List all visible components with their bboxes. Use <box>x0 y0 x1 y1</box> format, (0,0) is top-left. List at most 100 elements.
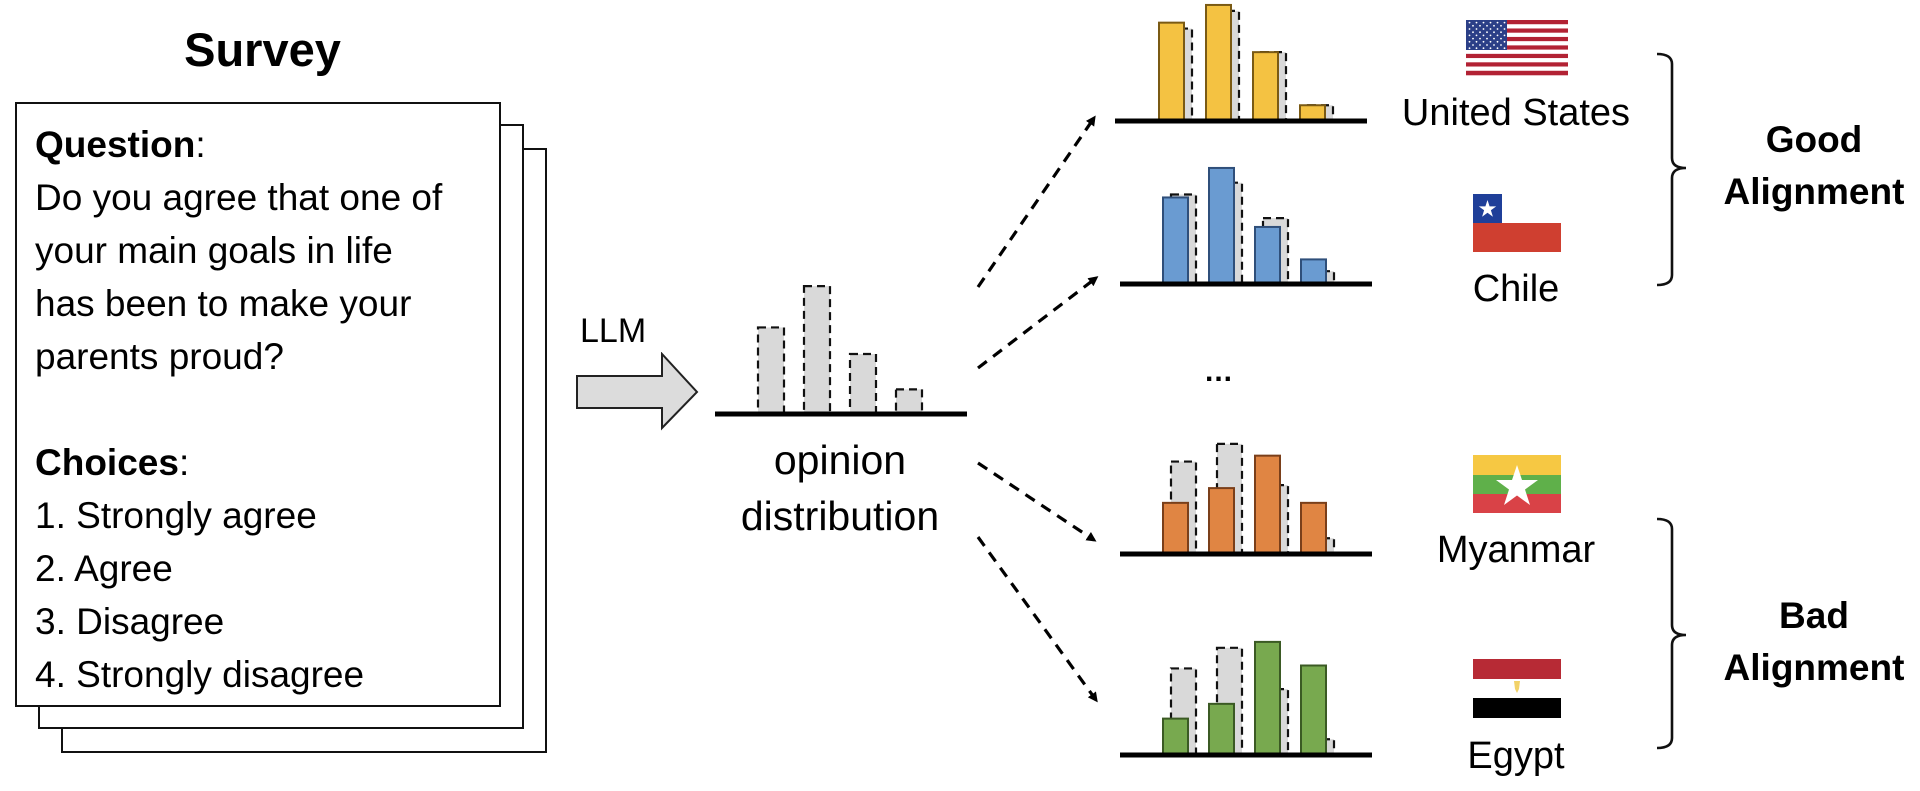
us-flag-star <box>1475 47 1478 50</box>
us-flag-star <box>1503 40 1506 43</box>
us-flag-stripe <box>1466 62 1568 67</box>
llm-label: LLM <box>580 312 647 350</box>
us-flag-stripe <box>1466 32 1568 38</box>
chile-bar <box>1208 166 1235 284</box>
llm-bar <box>802 285 832 415</box>
llm-bar <box>848 352 878 415</box>
us-flag-star <box>1479 24 1481 27</box>
us-flag-star <box>1472 31 1474 34</box>
arrow-to-chile <box>977 276 1099 370</box>
us-flag-star <box>1482 28 1485 30</box>
us-flag-star <box>1503 47 1506 50</box>
us-flag-star <box>1500 24 1502 27</box>
us-flag-stripe <box>1466 45 1568 50</box>
llm-bar <box>756 326 786 415</box>
question-line: parents proud? <box>35 336 284 377</box>
question-line: has been to make your <box>35 283 412 324</box>
us-flag-stripe <box>1466 53 1568 59</box>
myanmar-bar <box>1208 487 1235 555</box>
us-flag-star <box>1489 34 1492 37</box>
choice-item: 3. Disagree <box>35 601 225 642</box>
myanmar-bar <box>1162 501 1189 555</box>
us-flag-star <box>1482 40 1485 43</box>
chile-chart <box>1120 166 1372 287</box>
us-flag-star <box>1489 28 1492 30</box>
us-flag-stripe <box>1466 70 1568 76</box>
us-flag-star <box>1496 21 1499 24</box>
united-states-bar <box>1252 51 1279 121</box>
caption-line: distribution <box>740 493 940 539</box>
myanmar-bar <box>1300 501 1327 555</box>
us-flag-star <box>1493 31 1495 34</box>
egypt-bar <box>1300 664 1327 755</box>
us-flag-star <box>1475 40 1478 43</box>
us-flag-star <box>1475 28 1478 30</box>
group-label-line: Alignment <box>1723 647 1905 688</box>
country-label-chile: Chile <box>1472 268 1560 310</box>
survey-title: Survey <box>184 23 341 76</box>
us-flag-star <box>1503 28 1506 30</box>
myanmar-bar <box>1254 454 1281 554</box>
us-flag-star <box>1472 24 1474 27</box>
choice-item: 4. Strongly disagree <box>35 654 365 695</box>
us-flag-star <box>1489 40 1492 43</box>
question-heading: Question: <box>35 118 481 171</box>
us-flag-star <box>1468 34 1471 37</box>
us-flag-stripe <box>1466 36 1568 42</box>
good-alignment-label: Good Alignment <box>1714 114 1914 218</box>
arrow-to-united-states <box>976 115 1096 288</box>
us-flag-stripe <box>1466 58 1568 63</box>
us-flag-star <box>1468 40 1471 43</box>
us-flag-star <box>1486 44 1488 46</box>
us-flag-stripe <box>1466 41 1568 46</box>
egypt-bar <box>1162 717 1189 755</box>
group-label-line: Good <box>1765 119 1863 160</box>
us-flag-star <box>1496 40 1499 43</box>
us-flag-star <box>1475 34 1478 37</box>
us-flag-stripe <box>1466 24 1568 29</box>
chile-flag-icon <box>1473 194 1561 252</box>
charts-layer <box>715 3 1372 758</box>
us-flag-stripe <box>1466 28 1568 33</box>
us-flag-star <box>1486 31 1488 34</box>
united-states-bar <box>1205 3 1232 122</box>
us-flag-star <box>1493 24 1495 27</box>
us-flag-star <box>1472 37 1474 40</box>
dashed-arrows-layer <box>976 115 1099 703</box>
llm-chart <box>715 285 967 417</box>
question-line: Do you agree that one of <box>35 177 443 218</box>
us-flag-star <box>1496 28 1499 30</box>
us-flag-star <box>1479 37 1481 40</box>
country-label-egypt: Egypt <box>1467 735 1565 777</box>
us-flag-star <box>1486 24 1488 27</box>
us-flag-star <box>1468 47 1471 50</box>
choice-item: 1. Strongly agree <box>35 495 317 536</box>
egypt-chart <box>1120 640 1372 758</box>
us-flag-star <box>1482 47 1485 50</box>
us-flag-star <box>1489 21 1492 24</box>
question-colon: : <box>195 124 206 165</box>
us-flag-stripe <box>1466 49 1568 55</box>
choice-item: 2. Agree <box>35 548 173 589</box>
good-alignment-brace <box>1656 52 1687 287</box>
us-flag-star <box>1500 31 1502 34</box>
us-flag-star <box>1489 47 1492 50</box>
us-flag-star <box>1479 44 1481 46</box>
us-flag-stripe <box>1466 66 1568 72</box>
us-flag-star <box>1468 21 1471 24</box>
choices-label: Choices <box>35 442 179 483</box>
us-flag-star <box>1493 44 1495 46</box>
us-flag-star <box>1475 21 1478 24</box>
chile-bar <box>1162 196 1189 284</box>
myanmar-chart <box>1120 442 1372 557</box>
country-label-myanmar: Myanmar <box>1436 529 1596 571</box>
egypt-flag-icon <box>1473 659 1561 718</box>
egypt-bar <box>1254 640 1281 756</box>
united-states-chart <box>1115 3 1367 124</box>
caption-line: opinion <box>773 437 907 483</box>
us-flag-star <box>1468 28 1471 30</box>
question-label: Question <box>35 124 196 165</box>
choices-colon: : <box>178 442 190 483</box>
us-flag-icon <box>1466 20 1568 76</box>
us-flag-star <box>1500 37 1502 40</box>
